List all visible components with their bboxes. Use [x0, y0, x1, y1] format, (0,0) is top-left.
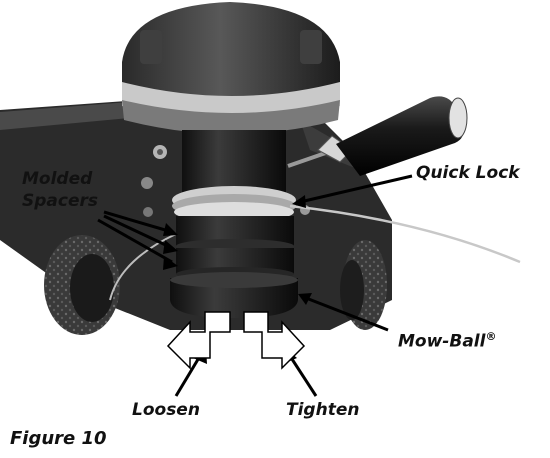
- quick-lock-label: Quick Lock: [416, 163, 520, 183]
- molded-spacers-line2: Spacers: [22, 191, 98, 211]
- screwdriver: [287, 96, 468, 176]
- molded-spacers-label: Molded Spacers: [22, 168, 98, 212]
- figure-caption: Figure 10: [10, 428, 107, 449]
- rotation-arrows: [166, 311, 306, 370]
- trimmer-line: [289, 204, 521, 264]
- mow-ball-text: Mow-Ball: [398, 331, 486, 352]
- deck-bolts: [141, 145, 310, 217]
- loosen-label: Loosen: [132, 400, 200, 420]
- tighten-label: Tighten: [286, 400, 360, 420]
- right-wheel: [340, 240, 387, 330]
- mow-ball-label: Mow-Ball®: [398, 330, 496, 352]
- left-wheel: [44, 235, 120, 335]
- molded-spacers-line1: Molded: [22, 169, 93, 189]
- motor-hood: [122, 2, 340, 134]
- trimmer-line-left: [109, 233, 177, 301]
- trimmer-hub: [170, 130, 298, 318]
- registered-mark: ®: [485, 330, 497, 343]
